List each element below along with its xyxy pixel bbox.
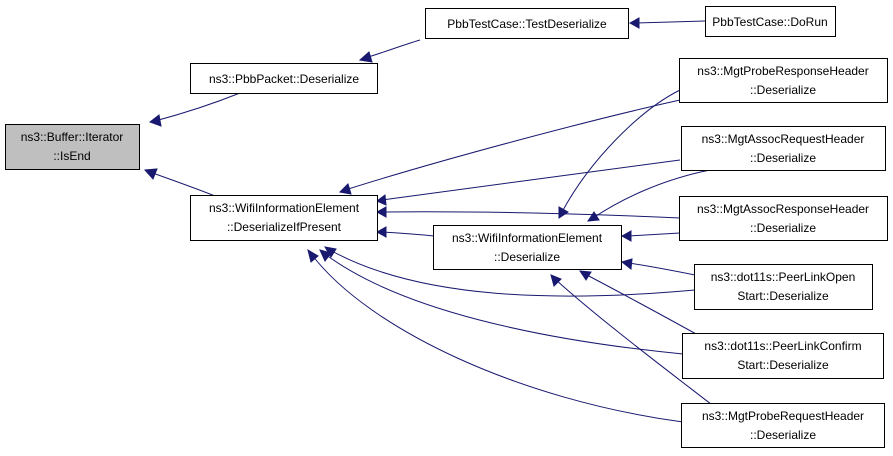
node-massocresp-line1: ns3::MgtAssocResponseHeader	[697, 202, 869, 216]
node-plopen[interactable]: ns3::dot11s::PeerLinkOpen Start::Deseria…	[694, 264, 873, 310]
edge-plopen-to-wiedes	[620, 258, 696, 276]
edge-testdes-to-pbbpacket	[358, 39, 421, 63]
node-pbbpacket[interactable]: ns3::PbbPacket::Deserialize	[190, 63, 378, 94]
edge-pbbpacket-to-isend	[148, 92, 241, 127]
node-wiedes-line1: ns3::WifiInformationElement	[452, 231, 603, 245]
edge-plconfirm-to-wieif	[319, 249, 684, 355]
node-dorun[interactable]: PbbTestCase::DoRun	[705, 6, 836, 37]
node-mprobresp-line2: ::Deserialize	[750, 83, 816, 97]
node-wiedes-line2: ::Deserialize	[494, 250, 560, 264]
edge-massocresp-to-wieif	[375, 206, 681, 219]
node-plconfirm-line2: Start::Deserialize	[737, 358, 829, 372]
edge-mprobreq-to-wiedes	[550, 274, 717, 409]
node-massocreq-line1: ns3::MgtAssocRequestHeader	[702, 132, 865, 146]
edge-wieif-to-isend	[143, 168, 216, 197]
edge-wiedes-to-wieif	[375, 226, 435, 238]
edge-mprobresp-to-wieif	[338, 99, 681, 195]
node-plopen-line2: Start::Deserialize	[737, 289, 829, 303]
node-massocreq[interactable]: ns3::MgtAssocRequestHeader ::Deserialize	[681, 126, 886, 171]
node-dorun-line1: PbbTestCase::DoRun	[712, 15, 827, 29]
node-isend-line2: ::IsEnd	[53, 149, 90, 163]
node-mprobresp-line1: ns3::MgtProbeResponseHeader	[697, 64, 868, 78]
node-wieif-line1: ns3::WifiInformationElement	[209, 201, 360, 215]
node-mprobreq-line2: ::Deserialize	[750, 428, 816, 442]
node-mprobresp[interactable]: ns3::MgtProbeResponseHeader ::Deserializ…	[679, 58, 888, 103]
node-wieif[interactable]: ns3::WifiInformationElement ::Deserializ…	[190, 195, 378, 241]
node-isend-line1: ns3::Buffer::Iterator	[21, 130, 124, 144]
node-plopen-line1: ns3::dot11s::PeerLinkOpen	[711, 270, 856, 284]
edge-mprobresp-to-wiedes	[558, 89, 681, 219]
node-mprobreq[interactable]: ns3::MgtProbeRequestHeader ::Deserialize	[681, 403, 885, 448]
node-plconfirm[interactable]: ns3::dot11s::PeerLinkConfirm Start::Dese…	[682, 333, 884, 379]
node-wieif-line2: ::DeserializeIfPresent	[227, 220, 342, 234]
node-massocreq-line2: ::Deserialize	[750, 151, 816, 165]
node-pbbpacket-line1: ns3::PbbPacket::Deserialize	[209, 72, 359, 86]
node-massocresp-line2: ::Deserialize	[750, 221, 816, 235]
edge-massocresp-to-wiedes	[620, 230, 681, 242]
node-wiedes[interactable]: ns3::WifiInformationElement ::Deserializ…	[433, 225, 622, 270]
node-mprobreq-line1: ns3::MgtProbeRequestHeader	[702, 409, 864, 423]
edge-massocreq-to-wieif	[376, 159, 681, 206]
edge-massocreq-to-wiedes	[587, 169, 711, 222]
node-testdes-line1: PbbTestCase::TestDeserialize	[447, 17, 607, 31]
node-isend[interactable]: ns3::Buffer::Iterator ::IsEnd	[5, 124, 140, 170]
node-plconfirm-line1: ns3::dot11s::PeerLinkConfirm	[704, 339, 861, 353]
node-testdes[interactable]: PbbTestCase::TestDeserialize	[425, 8, 629, 39]
edge-mprobreq-to-wieif	[307, 248, 684, 423]
edge-dorun-to-testdes	[628, 17, 706, 29]
node-massocresp[interactable]: ns3::MgtAssocResponseHeader ::Deserializ…	[679, 196, 888, 241]
